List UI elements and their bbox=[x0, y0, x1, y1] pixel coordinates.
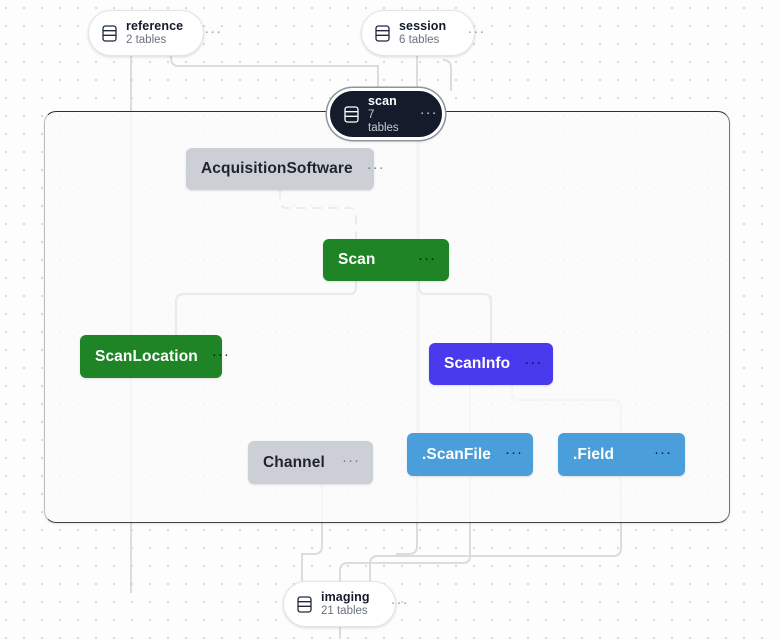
more-options-icon[interactable]: ··· bbox=[654, 444, 672, 461]
more-options-icon[interactable]: ··· bbox=[390, 593, 409, 611]
table-node-scan-location[interactable]: ScanLocation ··· bbox=[80, 335, 229, 378]
table-node-scan[interactable]: Scan ··· bbox=[323, 239, 449, 281]
table-node-label: Channel bbox=[263, 453, 325, 471]
table-node-channel[interactable]: Channel ··· bbox=[248, 441, 373, 484]
more-options-icon[interactable]: ··· bbox=[342, 452, 360, 469]
table-node-scan-info[interactable]: ScanInfo ··· bbox=[429, 343, 553, 385]
table-node-label: ScanLocation bbox=[95, 347, 198, 365]
schema-table-count: 6 tables bbox=[399, 34, 440, 47]
schema-table-count: 21 tables bbox=[321, 605, 368, 618]
schema-title: scan bbox=[368, 93, 397, 108]
schema-node-imaging[interactable]: imaging 21 tables ··· bbox=[283, 581, 408, 627]
table-node-label: ScanInfo bbox=[444, 355, 511, 372]
table-node-label: .Field bbox=[573, 445, 615, 463]
table-node-field[interactable]: .Field ··· bbox=[558, 433, 685, 476]
table-node-scan-file[interactable]: .ScanFile ··· bbox=[407, 433, 533, 476]
more-options-icon[interactable]: ··· bbox=[419, 103, 438, 121]
schema-title: session bbox=[399, 19, 447, 34]
database-icon bbox=[375, 24, 390, 42]
table-node-label: AcquisitionSoftware bbox=[201, 160, 353, 177]
more-options-icon[interactable]: ··· bbox=[204, 22, 223, 40]
database-icon bbox=[297, 595, 312, 613]
more-options-icon[interactable]: ··· bbox=[504, 444, 523, 461]
edge-reference-to-scan bbox=[170, 50, 379, 91]
schema-node-reference[interactable]: reference 2 tables ··· bbox=[88, 10, 221, 56]
more-options-icon[interactable]: ··· bbox=[524, 353, 543, 371]
schema-title: reference bbox=[126, 19, 184, 34]
database-icon bbox=[344, 105, 359, 123]
table-node-acquisition-software[interactable]: AcquisitionSoftware ··· bbox=[186, 148, 384, 190]
schema-node-session[interactable]: session 6 tables ··· bbox=[361, 10, 484, 56]
more-options-icon[interactable]: ··· bbox=[418, 249, 436, 267]
database-icon bbox=[102, 24, 117, 42]
edge-session-right-rail bbox=[442, 59, 452, 91]
schema-title: imaging bbox=[321, 590, 370, 605]
schema-table-count: 2 tables bbox=[126, 34, 167, 47]
table-node-label: Scan bbox=[338, 251, 376, 268]
more-options-icon[interactable]: ··· bbox=[366, 158, 385, 176]
schema-node-scan[interactable]: scan 7 tables ··· bbox=[330, 91, 442, 137]
more-options-icon[interactable]: ··· bbox=[467, 22, 486, 40]
more-options-icon[interactable]: ··· bbox=[211, 346, 230, 363]
schema-table-count: 7 tables bbox=[368, 108, 399, 134]
table-node-label: .ScanFile bbox=[422, 445, 491, 463]
